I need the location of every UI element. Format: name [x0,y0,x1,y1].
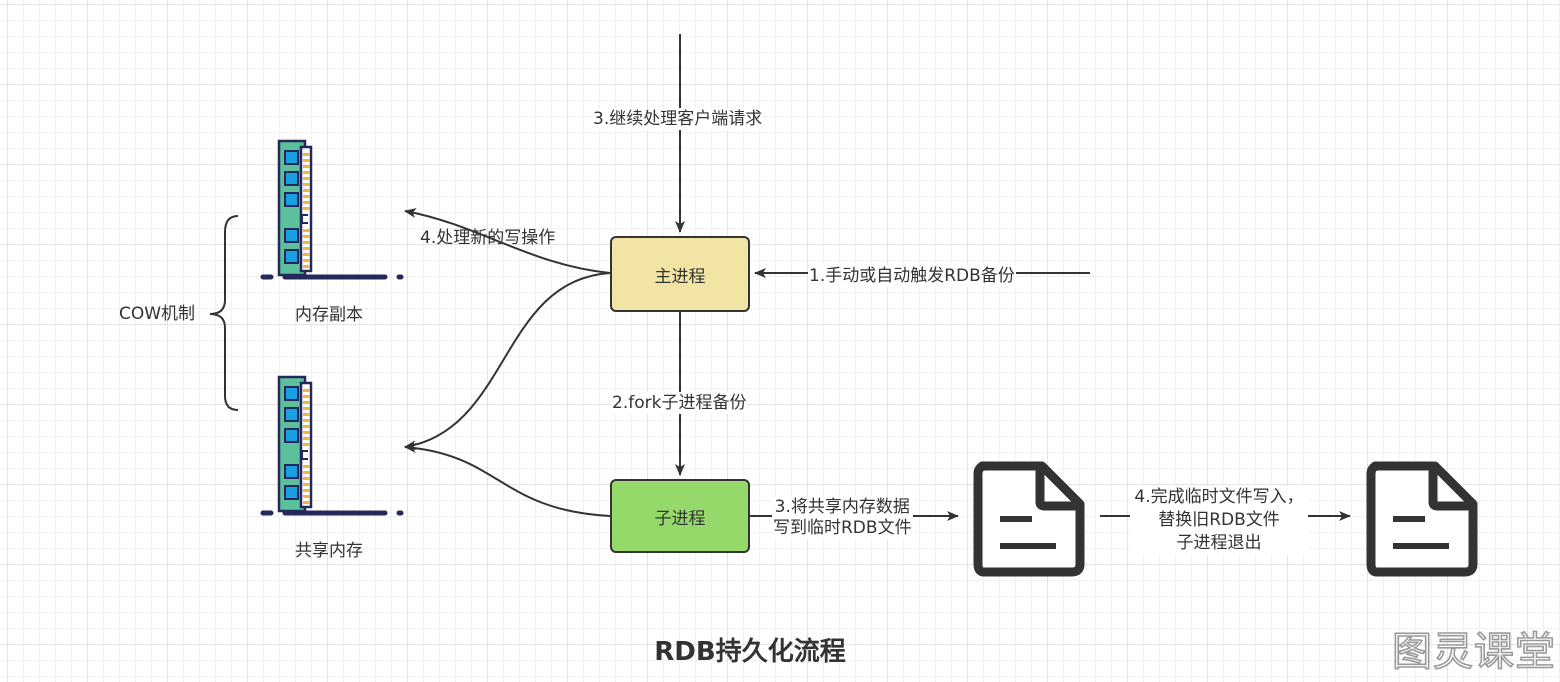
finish-line: 4.完成临时文件写入， [1134,487,1304,507]
ram-chip-icon [263,377,401,513]
edge-handle-writes [404,208,611,274]
cow-label: COW机制 [119,304,196,324]
write-temp-label: 3.将共享内存数据 写到临时RDB文件 [772,497,913,539]
memory-copy-label: 内存副本 [295,305,363,325]
document-icon [1371,466,1473,572]
ram-chip-icon [263,141,401,277]
trigger-label: 1.手动或自动触发RDB备份 [808,265,1016,287]
child-process-label: 子进程 [654,508,706,529]
document-icon [978,466,1080,572]
child-process-node: 子进程 [610,479,750,553]
finish-line: 替换旧RDB文件 [1158,510,1280,530]
continue-requests-label: 3.继续处理客户端请求 [592,108,764,130]
cow-brace [209,215,239,411]
edge-child-to-shared [404,442,611,517]
main-process-label: 主进程 [654,266,706,287]
fork-label: 2.fork子进程备份 [611,392,748,414]
finish-line: 子进程退出 [1176,533,1262,553]
handle-writes-label: 4.处理新的写操作 [420,228,556,248]
watermark-logo: 图灵课堂 [1391,628,1556,676]
edge-main-to-shared [404,272,611,451]
shared-memory-label: 共享内存 [295,541,363,561]
diagram-title: RDB持久化流程 [654,637,846,667]
write-temp-line: 写到临时RDB文件 [773,518,912,538]
write-temp-line: 3.将共享内存数据 [774,497,910,517]
finish-label: 4.完成临时文件写入， 替换旧RDB文件 子进程退出 [1130,486,1308,555]
main-process-node: 主进程 [610,236,750,312]
